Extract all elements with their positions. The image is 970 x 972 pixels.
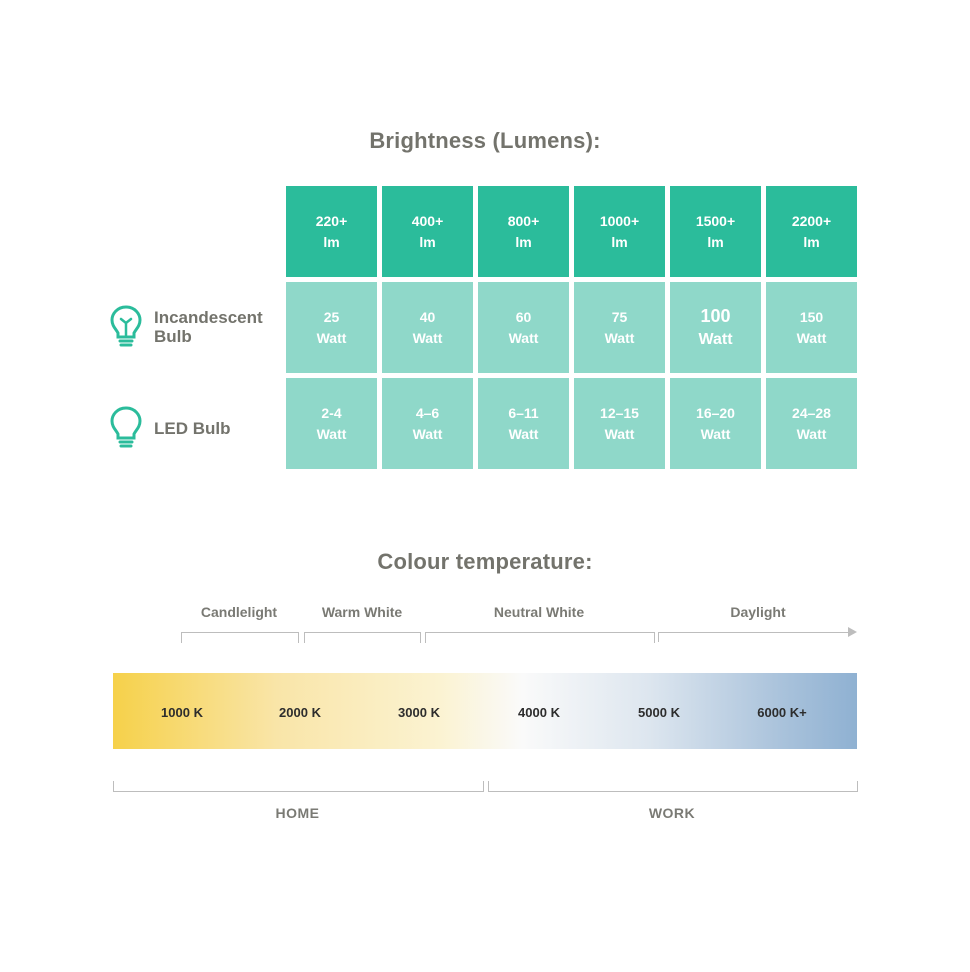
lumen-value: 400+ — [411, 212, 444, 229]
lumen-unit: lm — [707, 233, 724, 250]
incandescent-row-label: Incandescent Bulb — [108, 303, 263, 351]
watt-value: 60 — [515, 308, 532, 325]
watt-value: 24–28 — [792, 404, 831, 421]
candlelight-bracket — [181, 632, 299, 643]
watt-unit: Watt — [316, 329, 347, 346]
led-row-label: LED Bulb — [108, 404, 231, 452]
lumen-unit: lm — [515, 233, 532, 250]
lumen-unit: lm — [803, 233, 820, 250]
watt-unit: Watt — [604, 329, 635, 346]
watt-unit: Watt — [508, 425, 539, 442]
led-label-line1: LED Bulb — [154, 418, 231, 438]
watt-unit: Watt — [412, 425, 443, 442]
watt-unit: Watt — [700, 425, 731, 442]
led-bulb-icon — [110, 406, 142, 448]
temp-label-1000k: 1000 K — [161, 705, 203, 720]
home-label: HOME — [275, 805, 320, 821]
watt-unit: Watt — [796, 425, 827, 442]
incandescent-label-line2: Bulb — [154, 327, 192, 346]
lumen-header-cell: 1500+ lm — [670, 186, 761, 277]
work-bracket — [488, 781, 858, 792]
neutral-white-bracket — [425, 632, 655, 643]
lumen-value: 1000+ — [599, 212, 640, 229]
watt-unit: Watt — [508, 329, 539, 346]
watt-unit: Watt — [412, 329, 443, 346]
lumen-header-cell: 220+ lm — [286, 186, 377, 277]
watt-value: 12–15 — [600, 404, 639, 421]
temp-label-5000k: 5000 K — [638, 705, 680, 720]
watt-unit: Watt — [796, 329, 827, 346]
daylight-bracket-stem — [658, 632, 659, 642]
work-label: WORK — [648, 805, 696, 821]
lumen-value: 220+ — [315, 212, 348, 229]
brightness-title: Brightness (Lumens): — [369, 128, 601, 153]
temp-label-3000k: 3000 K — [398, 705, 440, 720]
warm-white-bracket — [304, 632, 421, 643]
watt-value: 2-4 — [321, 404, 342, 421]
lumen-unit: lm — [611, 233, 628, 250]
watt-value: 4–6 — [415, 404, 440, 421]
temp-label-4000k: 4000 K — [518, 705, 560, 720]
lumen-value: 2200+ — [791, 212, 832, 229]
temp-label-2000k: 2000 K — [279, 705, 321, 720]
range-label-neutral-white: Neutral White — [493, 604, 585, 620]
daylight-arrow-line — [658, 632, 850, 633]
brightness-table: 220+ lm 400+ lm 800+ lm 1000+ lm 1500+ lm 220… — [286, 186, 857, 469]
watt-value: 75 — [611, 308, 628, 325]
range-label-daylight: Daylight — [730, 604, 786, 620]
temp-label-6000k: 6000 K+ — [757, 705, 807, 720]
lumen-header-cell: 1000+ lm — [574, 186, 665, 277]
lumen-header-cell: 2200+ lm — [766, 186, 857, 277]
colour-temperature-gradient-bar — [113, 673, 857, 749]
incandescent-label-line1: Incandescent — [154, 308, 263, 327]
arrow-right-icon — [848, 627, 857, 637]
watt-value: 25 — [323, 308, 340, 325]
watt-value: 40 — [419, 308, 436, 325]
watt-value: 16–20 — [696, 404, 735, 421]
lumen-unit: lm — [419, 233, 436, 250]
home-bracket — [113, 781, 484, 792]
watt-value: 100 — [700, 305, 731, 326]
colour-temperature-title: Colour temperature: — [377, 549, 593, 574]
watt-unit: Watt — [316, 425, 347, 442]
watt-unit: Watt — [698, 330, 733, 348]
range-label-warm-white: Warm White — [321, 604, 403, 620]
lumen-value: 800+ — [507, 212, 540, 229]
range-label-candlelight: Candlelight — [200, 604, 278, 620]
watt-value: 150 — [799, 308, 824, 325]
lumen-header-cell: 800+ lm — [478, 186, 569, 277]
watt-unit: Watt — [604, 425, 635, 442]
incandescent-bulb-icon — [110, 305, 142, 347]
lumen-value: 1500+ — [695, 212, 736, 229]
watt-value: 6–11 — [508, 404, 539, 421]
lumen-unit: lm — [323, 233, 340, 250]
lumen-header-cell: 400+ lm — [382, 186, 473, 277]
